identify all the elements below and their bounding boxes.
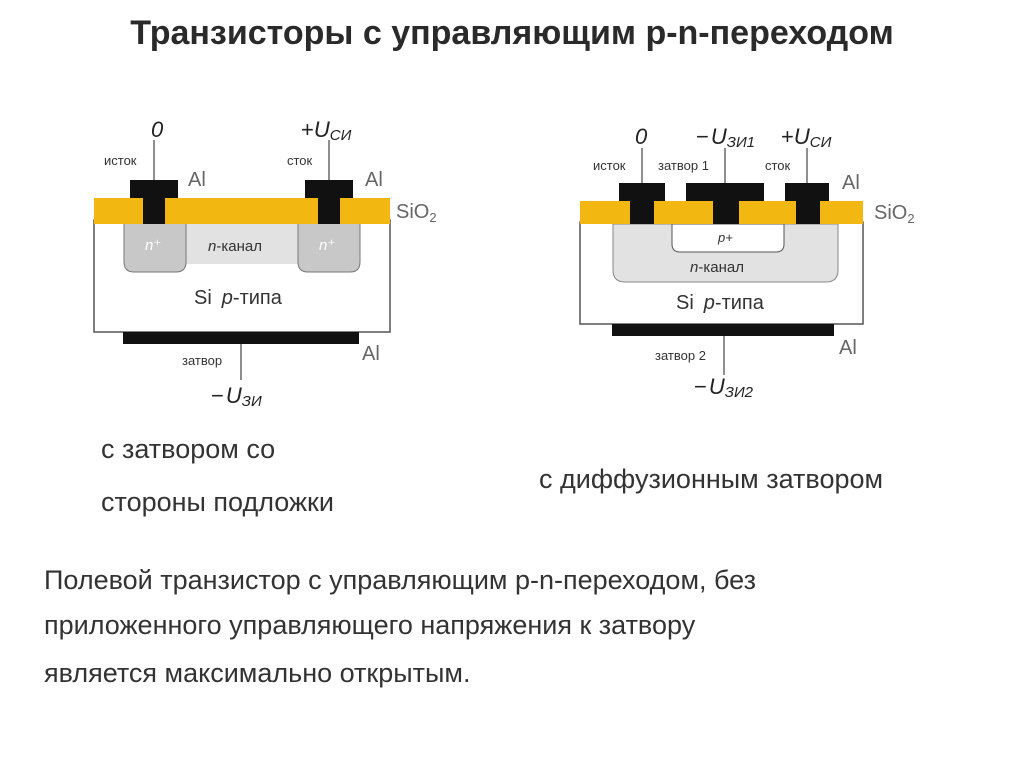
left-gate-label: затвор [182, 353, 222, 368]
right-gate2-voltage: −UЗИ2 [694, 374, 754, 401]
right-gate1-voltage: −UЗИ1 [696, 124, 755, 151]
page-title: Транзисторы с управляющим p-n-переходом [130, 14, 894, 52]
right-gate2-label: затвор 2 [655, 348, 706, 363]
transistor-diagrams: 0 +UСИ исток сток Al Al SiO2 n⁺ n⁺ n-кан… [93, 117, 915, 410]
left-n-plus-source-label: n⁺ [145, 237, 161, 254]
right-caption: с диффузионным затвором [539, 464, 884, 494]
left-n-plus-drain [297, 221, 361, 273]
right-gate1-via [713, 201, 739, 224]
right-source-label: исток [593, 158, 626, 173]
right-source-voltage: 0 [635, 124, 648, 149]
left-n-plus-source [123, 221, 187, 273]
right-source-via [630, 201, 654, 224]
left-sio2-layer [94, 198, 390, 224]
left-source-via [143, 198, 165, 224]
left-transistor-diagram: 0 +UСИ исток сток Al Al SiO2 n⁺ n⁺ n-кан… [93, 117, 437, 410]
left-sio2-label: SiO2 [396, 201, 437, 225]
left-bottom-gate [123, 332, 359, 344]
right-gate1-contact [686, 183, 764, 201]
right-p-plus-label: p+ [717, 230, 733, 245]
left-drain-label: сток [287, 153, 313, 168]
left-caption-line2: стороны подложки [101, 487, 334, 517]
right-sio2-label: SiO2 [874, 202, 915, 226]
left-drain-voltage: +UСИ [301, 117, 352, 144]
right-al-label-top: Al [842, 172, 860, 194]
left-gate-voltage: −UЗИ [211, 383, 262, 410]
left-drain-contact [305, 180, 353, 198]
left-source-contact [130, 180, 178, 198]
right-bottom-gate [612, 324, 834, 336]
left-al-label-bottom: Al [362, 343, 380, 365]
left-al-label-left: Al [188, 169, 206, 191]
right-gate1-label: затвор 1 [658, 158, 709, 173]
right-drain-contact [785, 183, 829, 201]
right-channel-label: n-канал [690, 259, 744, 276]
left-channel-label: n-канал [208, 238, 262, 255]
paragraph-line3: является максимально открытым. [44, 658, 471, 688]
left-n-plus-drain-label: n⁺ [319, 237, 335, 254]
left-n-channel [180, 224, 306, 264]
right-drain-voltage: +UСИ [781, 124, 832, 151]
right-drain-label: сток [765, 158, 791, 173]
right-transistor-diagram: 0 −UЗИ1 +UСИ исток затвор 1 сток Al SiO2… [579, 124, 915, 401]
left-source-label: исток [104, 153, 137, 168]
paragraph-line2: приложенного управляющего напряжения к з… [44, 610, 696, 640]
left-source-voltage: 0 [151, 117, 164, 142]
right-p-plus-region [671, 223, 785, 253]
right-al-label-bottom: Al [839, 337, 857, 359]
paragraph-line1: Полевой транзистор с управляющим p-n-пер… [44, 565, 756, 595]
right-source-contact [619, 183, 665, 201]
left-caption-line1: с затвором со [101, 434, 276, 464]
left-al-label-right: Al [365, 169, 383, 191]
left-drain-via [318, 198, 340, 224]
right-drain-via [796, 201, 820, 224]
